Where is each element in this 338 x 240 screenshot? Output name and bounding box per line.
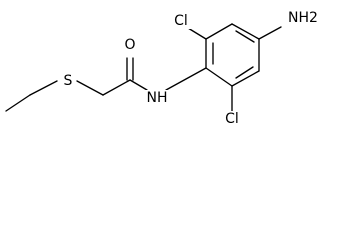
chlorine-top-bond	[187, 27, 207, 40]
molecule-structure-canvas: S O NH Cl NH2 Cl	[5, 9, 325, 127]
chlorine-bottom-label-background	[221, 111, 243, 127]
ring-inner-bond-right-top	[235, 30, 255, 43]
thioether-sulfur-label: S	[64, 73, 73, 89]
oxygen-label-background	[123, 37, 138, 53]
chlorine-top-label: Cl	[174, 13, 188, 29]
sulfur-label-background	[61, 73, 75, 89]
amide-nitrogen-label-background	[145, 90, 169, 106]
amino-bond	[258, 26, 282, 40]
carbonyl-nitrogen-bond	[129, 79, 148, 91]
amide-nitrogen-label: NH	[147, 90, 168, 106]
chlorine-top-label-background	[170, 13, 191, 29]
ring-bond-top-right	[231, 23, 260, 40]
ring-bond-bottom-left	[205, 67, 233, 87]
nitrogen-ring-bond	[165, 67, 207, 91]
ring-bond-top-left	[205, 23, 233, 40]
sulfur-methylene-bond	[76, 80, 104, 96]
ethyl-bond-to-sulfur	[29, 80, 58, 96]
methylene-carbonyl-bond	[102, 79, 131, 96]
chlorine-bottom-label: Cl	[225, 111, 239, 127]
amino-group-label: NH2	[288, 10, 318, 26]
ring-inner-bond-right-bottom	[235, 66, 254, 79]
carbonyl-oxygen-label: O	[124, 37, 135, 53]
ring-bond-bottom-right	[231, 70, 260, 87]
amino-label-background	[282, 9, 325, 27]
ethyl-bond-terminal	[5, 94, 31, 112]
molecule-structure-drawing: S O NH Cl NH2 Cl	[5, 9, 325, 127]
